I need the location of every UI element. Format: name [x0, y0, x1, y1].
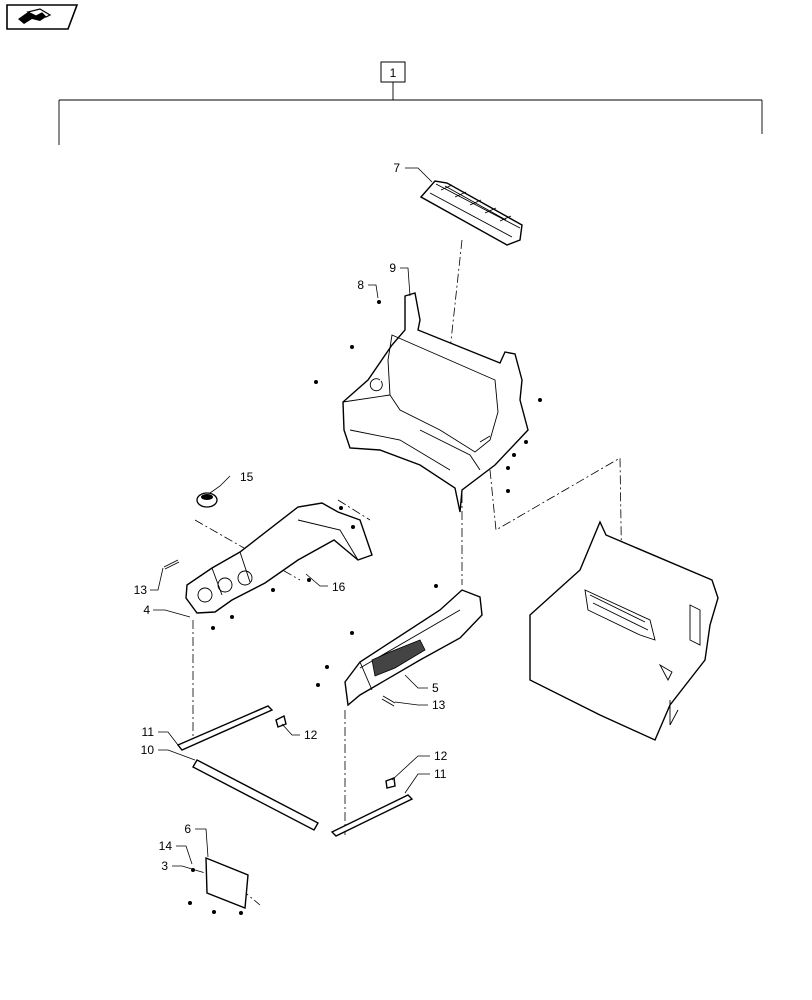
part-10-rod — [192, 759, 319, 831]
callout-11-left: 11 — [142, 725, 155, 739]
fasteners — [188, 300, 542, 915]
callout-12-right: 12 — [434, 749, 448, 763]
callout-13-right: 13 — [432, 698, 446, 712]
part-6-bracket — [205, 856, 249, 909]
leader-lines — [150, 167, 433, 870]
part-4-left-side-panel — [185, 502, 373, 614]
page-nav-button[interactable] — [6, 4, 79, 30]
callout-12-left: 12 — [304, 728, 318, 742]
assembly-bracket — [58, 61, 763, 145]
part-12-clips — [275, 714, 396, 789]
callout-3: 3 — [161, 859, 168, 873]
part-15-knob — [196, 492, 218, 508]
callout-15: 15 — [240, 470, 254, 484]
part-7-headrest-pad — [419, 180, 523, 246]
callout-16: 16 — [332, 580, 346, 594]
callout-13-left: 13 — [134, 583, 148, 597]
part-5-right-side-panel — [344, 589, 483, 707]
callout-labels: 1 7 9 8 15 13 4 16 5 13 11 10 12 12 11 6… — [134, 66, 448, 873]
callout-8: 8 — [357, 278, 364, 292]
callout-4: 4 — [143, 603, 150, 617]
callout-1: 1 — [390, 66, 397, 80]
callout-5: 5 — [432, 681, 439, 695]
part-9-seat-back-trim — [342, 292, 529, 513]
part-11-rods — [176, 705, 414, 837]
part-13-springs — [163, 559, 396, 707]
callout-9: 9 — [389, 261, 396, 275]
callout-6: 6 — [184, 822, 191, 836]
callout-10: 10 — [141, 743, 155, 757]
callout-11-right: 11 — [434, 767, 447, 781]
rear-cover-panel — [529, 520, 719, 741]
callout-14: 14 — [159, 839, 173, 853]
callout-7: 7 — [393, 161, 400, 175]
page-forward-icon — [6, 4, 79, 30]
